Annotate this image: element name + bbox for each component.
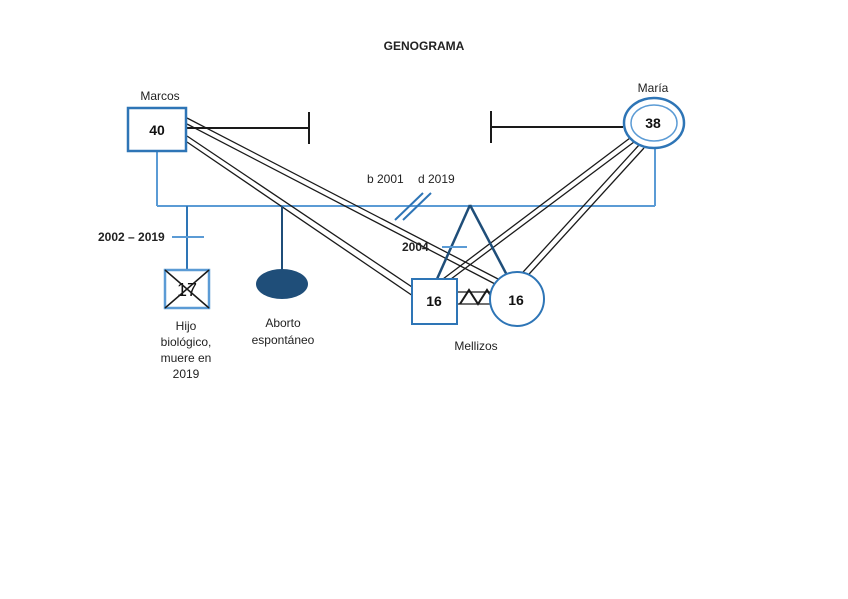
maria-inner-circle xyxy=(630,104,678,142)
miscarriage-symbol[interactable] xyxy=(256,269,308,299)
maria-name: María xyxy=(638,81,669,95)
marcos-age: 40 xyxy=(149,122,165,138)
twin-male-symbol[interactable] xyxy=(411,278,458,325)
divorce-slashes xyxy=(394,192,432,221)
cutoff-relationship-maria xyxy=(490,111,623,143)
deceased-cross-icon xyxy=(164,269,210,309)
caption-line: 2019 xyxy=(173,367,200,381)
marcos-name: Marcos xyxy=(140,89,179,103)
caption-line: biológico, xyxy=(161,335,212,349)
miscarriage-caption-1: Aborto xyxy=(265,316,301,330)
twins-conflict-line xyxy=(458,288,492,306)
genogram-title: GENOGRAMA xyxy=(384,39,465,53)
marcos-symbol[interactable] xyxy=(126,106,188,153)
marriage-line xyxy=(156,148,656,207)
caption-line: muere en xyxy=(161,351,212,365)
deceased-son-caption: Hijo biológico, muere en 2019 xyxy=(161,319,212,381)
twin-female-age: 16 xyxy=(508,292,524,308)
son-lifespan: 2002 – 2019 xyxy=(98,230,165,244)
caption-line: Hijo xyxy=(176,319,197,333)
miscarriage-caption-2: espontáneo xyxy=(252,333,315,347)
maria-age: 38 xyxy=(645,115,661,131)
marriage-start-date: b 2001 xyxy=(367,172,404,186)
twins-label: Mellizos xyxy=(454,339,497,353)
marriage-end-date: d 2019 xyxy=(418,172,455,186)
twins-descent-lines xyxy=(435,204,511,280)
twin-female-symbol[interactable] xyxy=(489,271,545,327)
twins-year: 2004 xyxy=(402,240,429,254)
maria-symbol[interactable] xyxy=(622,96,686,150)
twin-male-age: 16 xyxy=(426,293,442,309)
